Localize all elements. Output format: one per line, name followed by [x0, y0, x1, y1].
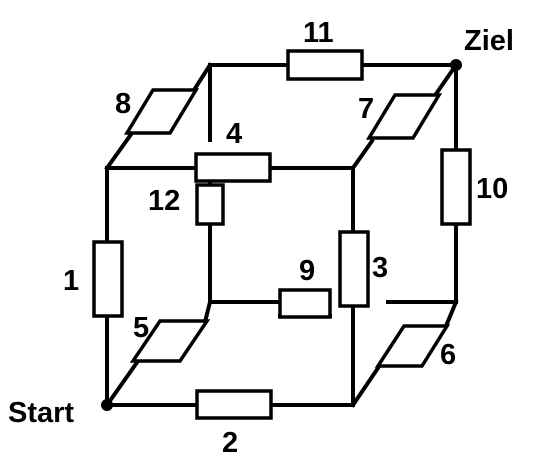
resistor-1-label: 1 — [63, 265, 79, 297]
resistor-5-label: 5 — [133, 312, 149, 344]
front-face-wires — [105, 166, 355, 407]
diag-bottom-left-b — [202, 299, 213, 325]
resistor-2 — [195, 389, 273, 420]
start-node — [101, 399, 113, 411]
diag-bottom-left-a — [104, 358, 141, 408]
resistor-12-label: 12 — [148, 185, 180, 217]
resistor-2-label: 2 — [222, 427, 238, 459]
start-label: Start — [8, 397, 74, 429]
resistor-9 — [278, 288, 332, 319]
diag-top-left-b — [191, 62, 213, 93]
resistor-6 — [374, 324, 451, 368]
diag-bottom-right-a — [350, 365, 381, 408]
resistor-8 — [123, 88, 200, 135]
diag-top-left-a — [104, 130, 135, 171]
resistor-12 — [195, 183, 225, 226]
goal-node — [450, 59, 462, 71]
resistor-4-label: 4 — [226, 118, 242, 150]
diag-bottom-right-b — [443, 299, 459, 329]
resistor-7 — [365, 93, 443, 140]
resistor-10-label: 10 — [476, 173, 508, 205]
goal-label: Ziel — [464, 25, 514, 57]
resistor-11-label: 11 — [303, 17, 334, 49]
diag-top-right-a — [350, 138, 375, 171]
resistor-5 — [129, 319, 211, 363]
resistor-9-label: 9 — [299, 255, 315, 287]
resistor-3-label: 3 — [372, 252, 388, 284]
resistor-1 — [92, 240, 124, 318]
resistor-6-label: 6 — [440, 339, 456, 371]
resistor-7-label: 7 — [358, 93, 374, 125]
resistors — [92, 49, 472, 420]
resistor-10 — [440, 148, 472, 226]
resistor-3 — [338, 230, 370, 308]
labels: Start Ziel 1 2 3 4 5 6 7 8 9 10 11 12 — [8, 17, 514, 459]
resistor-11 — [286, 49, 364, 81]
resistor-8-label: 8 — [115, 88, 131, 120]
resistor-4 — [194, 152, 272, 183]
